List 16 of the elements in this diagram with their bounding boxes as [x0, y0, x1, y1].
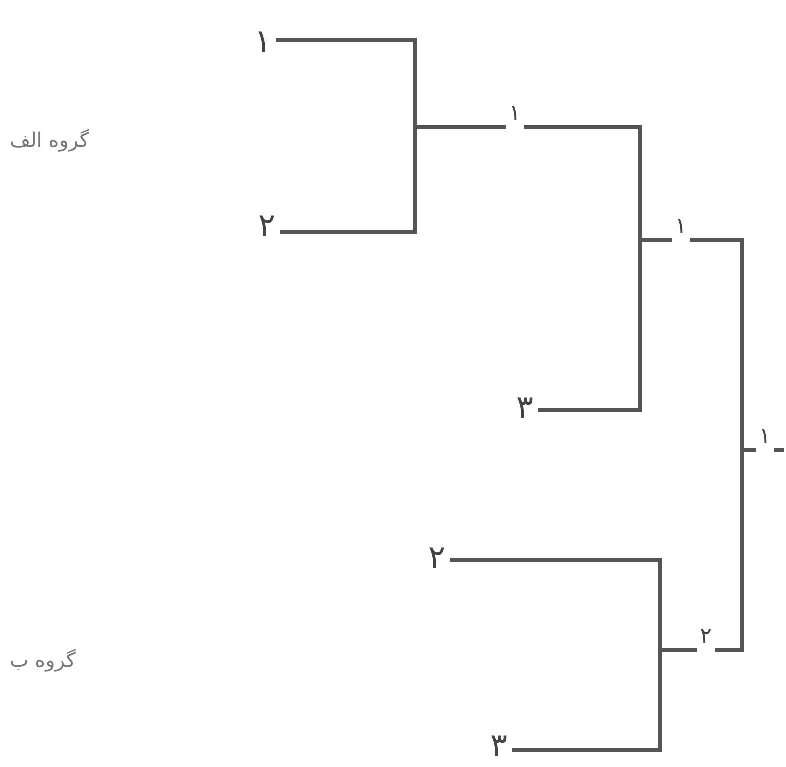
bracket-line	[512, 648, 697, 752]
winner-label: ۱	[506, 100, 524, 127]
entry-label: ۳	[486, 726, 512, 764]
bracket-line	[538, 238, 672, 412]
entry-label: ۲	[254, 206, 280, 244]
winner-label: ۱	[672, 213, 690, 240]
entry-label: ۳	[512, 388, 538, 426]
bracket-line	[715, 448, 756, 652]
winner-label: ۲	[697, 623, 715, 650]
group-label: گروه ب	[10, 648, 76, 672]
winner-label: ۱	[756, 423, 774, 450]
entry-label: ۲	[424, 538, 450, 576]
bracket-line	[774, 448, 784, 452]
entry-label: ۱	[250, 22, 276, 60]
bracket-line	[280, 125, 506, 234]
group-label: گروه الف	[10, 128, 90, 152]
